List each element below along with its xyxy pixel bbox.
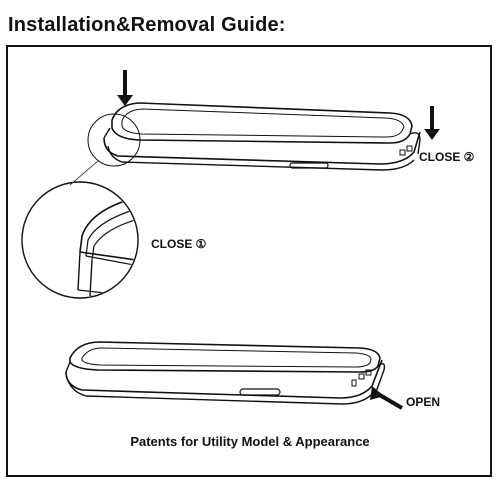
phone-bottom bbox=[65, 341, 386, 405]
magnified-detail bbox=[21, 181, 139, 299]
down-arrow-icon bbox=[424, 106, 440, 140]
close-2-label: CLOSE ② bbox=[419, 150, 475, 164]
phone-top bbox=[103, 102, 421, 171]
detail-marker-circle bbox=[87, 113, 141, 167]
patent-footer: Patents for Utility Model & Appearance bbox=[130, 434, 370, 449]
close-1-label: CLOSE ① bbox=[151, 237, 207, 251]
down-arrow-icon bbox=[117, 70, 133, 106]
illustration-frame bbox=[6, 45, 492, 477]
guide-title: Installation&Removal Guide: bbox=[8, 14, 286, 36]
open-label: OPEN bbox=[406, 395, 441, 409]
diagonal-arrow-icon bbox=[370, 386, 404, 410]
